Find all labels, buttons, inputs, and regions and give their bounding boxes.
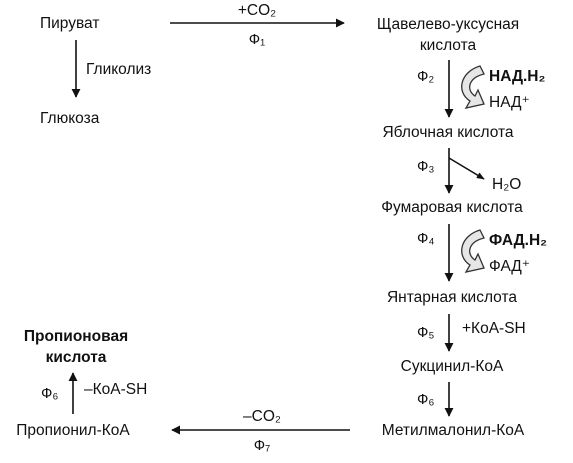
fadh-curved-arrow xyxy=(461,229,485,273)
pyruvate-label: Пируват xyxy=(40,15,99,32)
enzyme-f6b-label: Ф₆ xyxy=(41,385,58,402)
enzyme-f5-label: Ф₅ xyxy=(417,324,434,341)
water-label: H₂O xyxy=(492,176,521,193)
enzyme-f4-label: Ф₄ xyxy=(417,230,435,247)
enzyme-f2-label: Ф₂ xyxy=(417,68,434,85)
malic-acid-label: Яблочная кислота xyxy=(382,124,513,141)
enzyme-f1-label: Ф₁ xyxy=(249,31,265,48)
oxaloacetic-line2: кислота xyxy=(420,37,477,54)
methylmalonyl-coa-label: Метилмалонил-КоА xyxy=(382,422,525,439)
enzyme-f3-label: Ф₃ xyxy=(417,158,435,175)
koash-minus-label: –КоА-SH xyxy=(84,381,147,398)
nadh-curved-arrow xyxy=(461,65,485,109)
succinic-acid-label: Янтарная кислота xyxy=(387,289,517,306)
koash-plus-label: +КоА-SH xyxy=(462,320,526,337)
nadh-label: НАД.Н₂ xyxy=(489,68,546,85)
glycolysis-label: Гликолиз xyxy=(86,61,151,78)
oxaloacetic-line1: Щавелево-уксусная xyxy=(377,16,519,33)
nad-label: НАД⁺ xyxy=(489,94,530,111)
fad-label: ФАД⁺ xyxy=(489,258,530,275)
propionic-acid-line1: Пропионовая xyxy=(24,328,128,345)
propionyl-coa-label: Пропионил-КоА xyxy=(16,422,130,439)
enzyme-f6-label: Ф₆ xyxy=(417,391,434,408)
fumaric-acid-label: Фумаровая кислота xyxy=(381,199,523,216)
co2-plus-label: +CO₂ xyxy=(238,2,276,19)
enzyme-f7-label: Ф₇ xyxy=(254,437,271,454)
water-release-arrow xyxy=(448,157,485,180)
succinyl-coa-label: Сукцинил-КоА xyxy=(401,358,504,375)
co2-minus-label: –CO₂ xyxy=(243,408,281,425)
glucose-label: Глюкоза xyxy=(40,110,100,127)
fadh-label: ФАД.Н₂ xyxy=(489,232,547,249)
propionic-acid-line2: кислота xyxy=(46,349,107,366)
